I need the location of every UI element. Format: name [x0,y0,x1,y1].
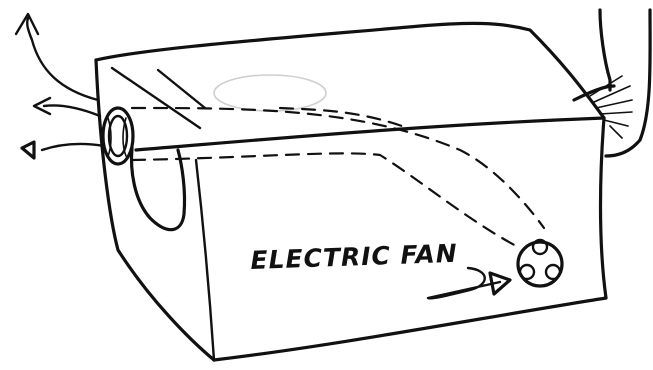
outlet-tube [103,108,133,164]
intake-duct [574,10,650,156]
label-pointer-arrow [428,268,510,298]
top-lid-circle [214,75,326,111]
box-outline [96,23,606,360]
airflow-arrows [16,14,104,158]
electric-fan-icon [518,240,562,286]
hidden-airflow-dashes [132,108,544,248]
